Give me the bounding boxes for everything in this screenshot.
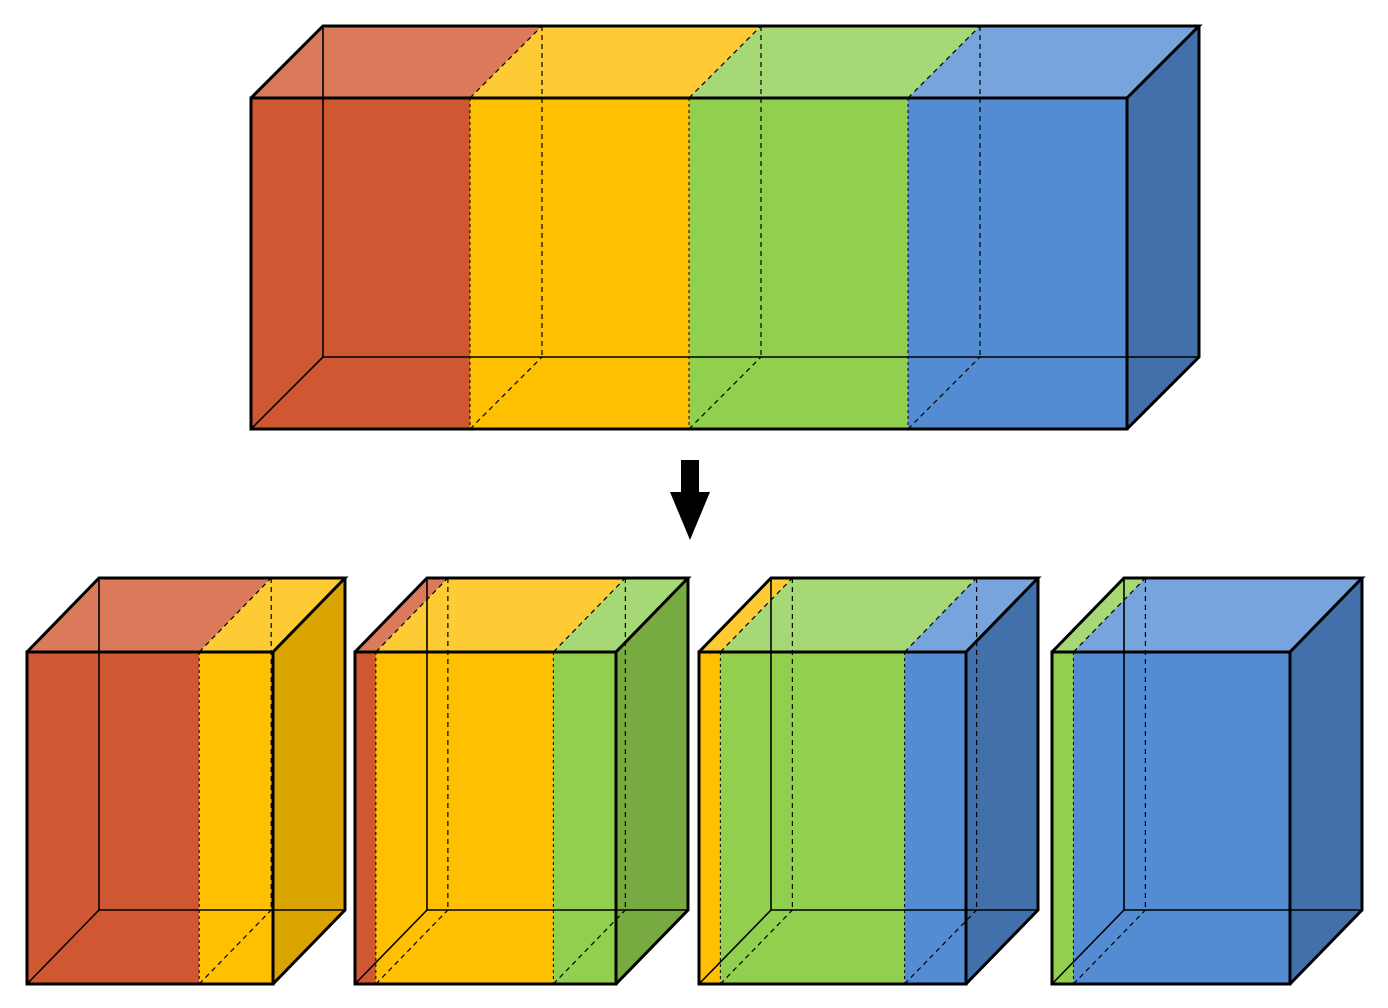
split-prism-1-top-band-2 xyxy=(199,578,345,652)
combined-prism-top-band-4 xyxy=(908,26,1199,98)
split-prisms xyxy=(25,576,1366,986)
split-prism-3-bottom-left-edge xyxy=(698,909,772,985)
split-prism-3-front-outline xyxy=(697,650,968,986)
split-prism-4-front-band-2 xyxy=(1073,652,1290,984)
split-prism-1-side-face xyxy=(273,578,345,984)
split-prism-3-side-outline xyxy=(964,578,1040,986)
split-prism-3-top-band-1 xyxy=(699,578,793,652)
split-prism-2-bottom-left-edge xyxy=(354,909,428,985)
split-prism-1-front-band-1 xyxy=(27,652,200,984)
combined-prism-band-divider-bottom xyxy=(688,356,762,430)
split-prism-3-top-band-3 xyxy=(904,578,1038,652)
combined-prism-top-band-3 xyxy=(689,26,980,98)
combined-prism-band-divider-top xyxy=(688,25,762,99)
split-prism-4-bottom-left-edge xyxy=(1051,909,1125,985)
combined-prism-front-band-1 xyxy=(251,98,470,429)
split-prism-2-front-band-2 xyxy=(375,652,554,984)
arrow-shaft xyxy=(681,460,699,496)
split-prism-1 xyxy=(25,576,349,986)
split-prism-4-front-outline xyxy=(1050,650,1292,986)
split-prism-2-front-outline xyxy=(353,650,618,986)
split-prism-1-top-outline xyxy=(25,576,349,654)
combined-prism-band-divider-bottom xyxy=(907,356,981,430)
combined-prism-side-face xyxy=(1127,26,1199,429)
split-prism-2-side-face xyxy=(616,578,688,984)
split-prism-1-top-band-1 xyxy=(27,578,272,652)
down-arrow-icon xyxy=(670,460,710,540)
split-prism-2-side-outline xyxy=(614,578,690,986)
split-prism-4-top-band-1 xyxy=(1052,578,1146,652)
split-prism-3-top-band-2 xyxy=(720,578,977,652)
split-prism-2-front-band-1 xyxy=(355,652,376,984)
split-prism-4-side-outline xyxy=(1288,578,1364,986)
arrow-head xyxy=(670,492,710,540)
combined-prism-front-band-3 xyxy=(689,98,908,429)
split-prism-1-front-outline xyxy=(25,650,275,986)
combined-prism-band-divider-top xyxy=(469,25,543,99)
split-prism-2-top-band-3 xyxy=(553,578,688,652)
split-prism-4-top-outline xyxy=(1050,576,1366,654)
combined-prism-band-divider-bottom xyxy=(469,356,543,430)
combined-prism-front-band-4 xyxy=(908,98,1127,429)
combined-prism-front-band-2 xyxy=(470,98,689,429)
split-prism-3-front-band-3 xyxy=(904,652,966,984)
split-prism-1-bottom-left-edge xyxy=(26,909,100,985)
split-prism-3 xyxy=(697,576,1042,986)
split-prism-2-top-outline xyxy=(353,576,692,654)
split-prism-1-front-band-2 xyxy=(199,652,273,984)
split-prism-2-front-band-3 xyxy=(553,652,616,984)
split-prism-4-front-band-1 xyxy=(1052,652,1074,984)
combined-prism-top-band-2 xyxy=(470,26,761,98)
combined-prism-top-outline xyxy=(249,24,1203,100)
split-prism-3-front-band-2 xyxy=(720,652,905,984)
split-prism-4 xyxy=(1050,576,1366,986)
split-prism-3-front-band-1 xyxy=(699,652,721,984)
split-prism-3-top-outline xyxy=(697,576,1042,654)
split-prism-2-top-band-1 xyxy=(355,578,448,652)
split-prism-2 xyxy=(353,576,692,986)
split-prism-2-top-band-2 xyxy=(375,578,626,652)
split-prism-3-side-face xyxy=(966,578,1038,984)
combined-prism-front-outline xyxy=(249,96,1129,431)
combined-prism-bottom-left-edge xyxy=(250,356,324,430)
split-prism-1-side-outline xyxy=(271,578,347,986)
combined-prism-band-divider-top xyxy=(907,25,981,99)
combined-prism-side-outline xyxy=(1125,26,1201,431)
split-prism-4-side-face xyxy=(1290,578,1362,984)
combined-prism xyxy=(249,24,1203,431)
